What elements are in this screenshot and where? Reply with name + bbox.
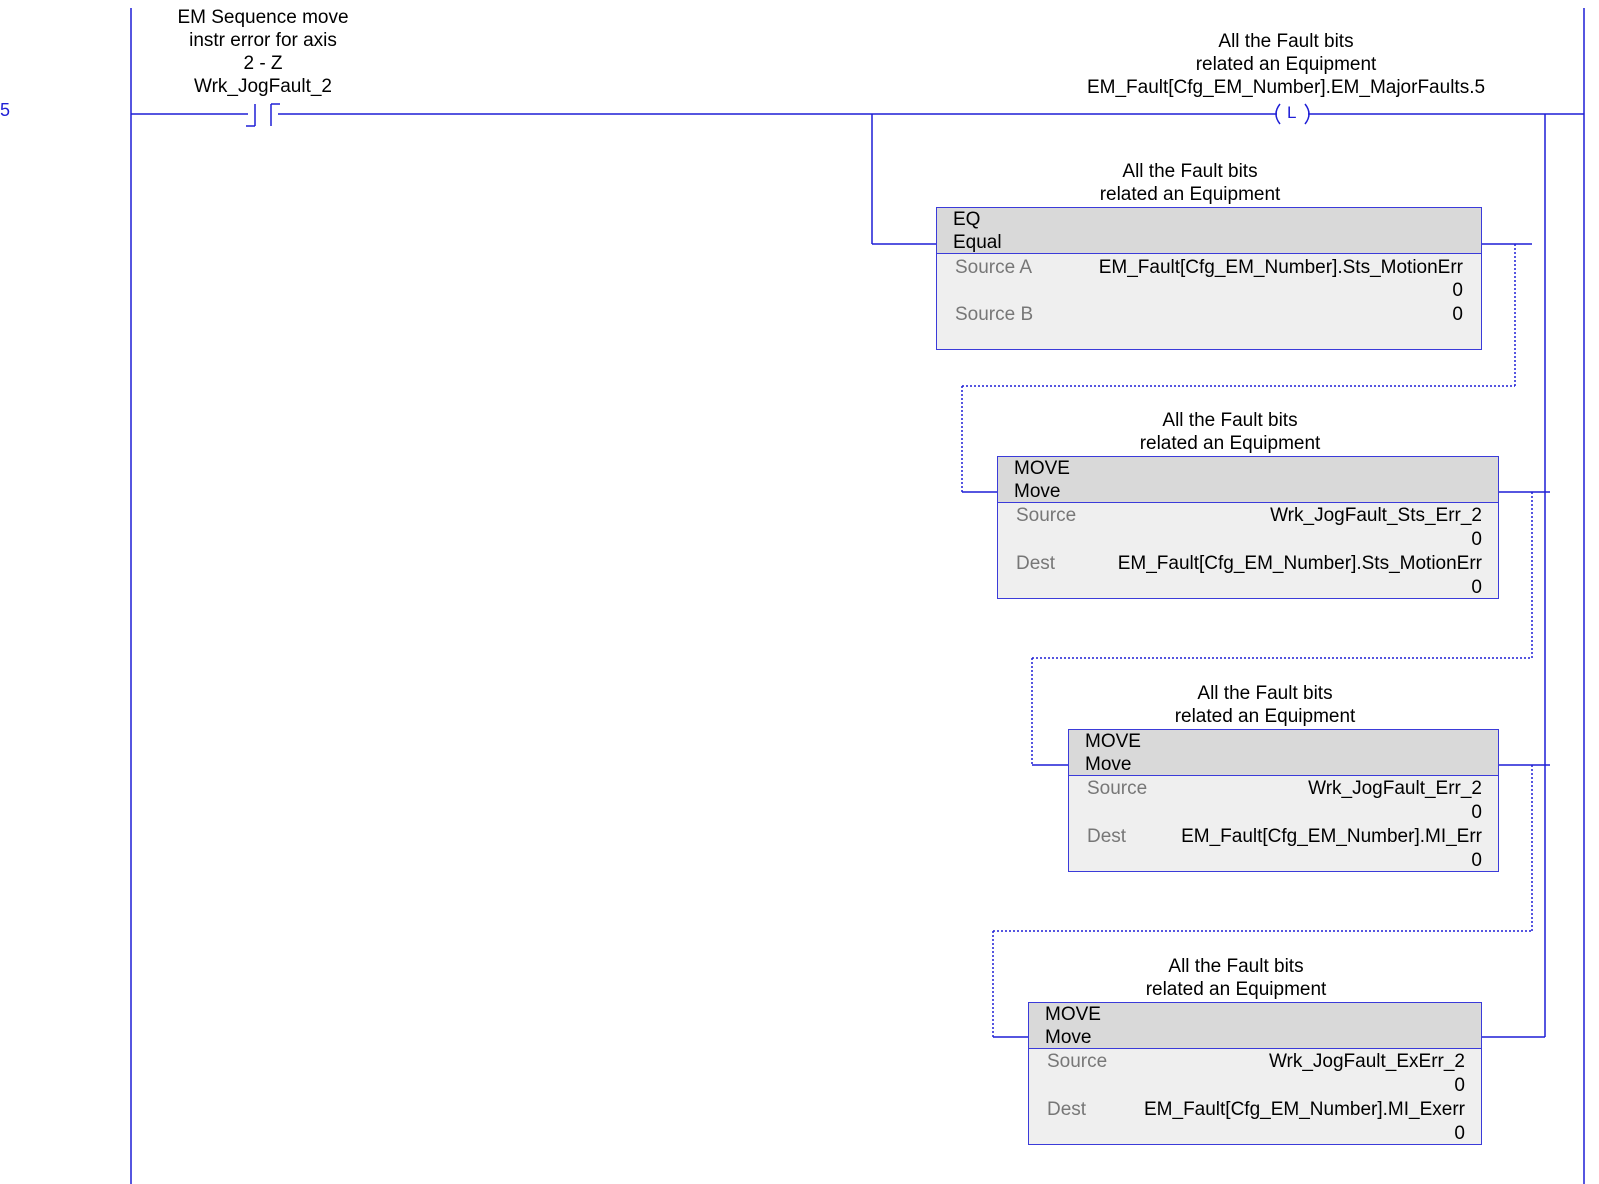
dest-tag[interactable]: EM_Fault[Cfg_EM_Number].MI_Exerr xyxy=(1144,1099,1465,1120)
eq-description: All the Fault bits related an Equipment xyxy=(1060,160,1320,206)
instruction-header xyxy=(937,208,1481,254)
instruction-mnemonic: MOVE xyxy=(1085,731,1141,752)
latch-coil-icon xyxy=(1275,103,1310,125)
contact-description-line: instr error for axis xyxy=(189,30,337,51)
source-b-label: Source B xyxy=(955,304,1034,325)
source-label: Source xyxy=(1016,505,1077,526)
instruction-name: Move xyxy=(1045,1027,1092,1048)
source-b-value[interactable]: 0 xyxy=(1452,304,1463,325)
dest-label: Dest xyxy=(1016,553,1056,574)
instruction-mnemonic: MOVE xyxy=(1045,1004,1101,1025)
dest-value: 0 xyxy=(1471,577,1482,598)
source-tag[interactable]: Wrk_JogFault_ExErr_2 xyxy=(1268,1051,1465,1072)
move3-description: All the Fault bits related an Equipment xyxy=(1106,955,1366,1001)
dest-value: 0 xyxy=(1454,1123,1465,1144)
instruction-name: Move xyxy=(1085,754,1132,775)
move2-description-line: All the Fault bits xyxy=(1197,683,1333,704)
contact-description-line: EM Sequence move xyxy=(177,7,349,28)
source-a-tag[interactable]: EM_Fault[Cfg_EM_Number].Sts_MotionErr xyxy=(1098,257,1463,278)
xic-contact-icon xyxy=(246,103,280,127)
move3-instruction[interactable]: MOVE Move Source Wrk_JogFault_ExErr_2 0 … xyxy=(1028,1002,1482,1145)
eq-description-line: related an Equipment xyxy=(1099,184,1281,205)
dest-tag[interactable]: EM_Fault[Cfg_EM_Number].MI_Err xyxy=(1181,826,1482,847)
instruction-name: Move xyxy=(1014,481,1061,502)
dest-label: Dest xyxy=(1087,826,1127,847)
move2-description-line: related an Equipment xyxy=(1174,706,1356,727)
source-a-value: 0 xyxy=(1452,280,1463,301)
eq-instruction[interactable]: EQ Equal Source A EM_Fault[Cfg_EM_Number… xyxy=(936,207,1482,350)
rung-number[interactable]: 5 xyxy=(0,100,11,120)
dest-tag[interactable]: EM_Fault[Cfg_EM_Number].Sts_MotionErr xyxy=(1117,553,1482,574)
eq-description-line: All the Fault bits xyxy=(1122,161,1258,182)
contact-tag[interactable]: Wrk_JogFault_2 xyxy=(194,76,332,97)
move2-instruction[interactable]: MOVE Move Source Wrk_JogFault_Err_2 0 De… xyxy=(1068,729,1499,872)
instruction-header xyxy=(1069,730,1498,776)
source-value: 0 xyxy=(1471,802,1482,823)
instruction-header xyxy=(1029,1003,1481,1049)
source-value: 0 xyxy=(1454,1075,1465,1096)
move3-description-line: All the Fault bits xyxy=(1168,956,1304,977)
source-label: Source xyxy=(1047,1051,1108,1072)
move1-instruction[interactable]: MOVE Move Source Wrk_JogFault_Sts_Err_2 … xyxy=(997,456,1499,599)
source-tag[interactable]: Wrk_JogFault_Sts_Err_2 xyxy=(1270,505,1482,526)
contact-description-line: 2 - Z xyxy=(243,53,283,74)
source-label: Source xyxy=(1087,778,1148,799)
instruction-name: Equal xyxy=(953,232,1002,253)
source-a-label: Source A xyxy=(955,257,1033,278)
dest-value: 0 xyxy=(1471,850,1482,871)
move2-description: All the Fault bits related an Equipment xyxy=(1135,682,1395,728)
dest-label: Dest xyxy=(1047,1099,1087,1120)
latch-tag[interactable]: EM_Fault[Cfg_EM_Number].EM_MajorFaults.5 xyxy=(1086,77,1486,98)
source-tag[interactable]: Wrk_JogFault_Err_2 xyxy=(1308,778,1482,799)
instruction-mnemonic: MOVE xyxy=(1014,458,1070,479)
latch-description: All the Fault bits related an Equipment … xyxy=(1066,30,1506,99)
latch-coil-letter[interactable]: L xyxy=(1287,103,1297,122)
latch-description-line: related an Equipment xyxy=(1195,54,1377,75)
move1-description: All the Fault bits related an Equipment xyxy=(1100,409,1360,455)
contact-description: EM Sequence move instr error for axis 2 … xyxy=(163,6,363,98)
move1-description-line: All the Fault bits xyxy=(1162,410,1298,431)
source-value: 0 xyxy=(1471,529,1482,550)
move1-description-line: related an Equipment xyxy=(1139,433,1321,454)
instruction-header xyxy=(998,457,1498,503)
move3-description-line: related an Equipment xyxy=(1145,979,1327,1000)
latch-description-line: All the Fault bits xyxy=(1218,31,1354,52)
instruction-mnemonic: EQ xyxy=(953,209,981,230)
